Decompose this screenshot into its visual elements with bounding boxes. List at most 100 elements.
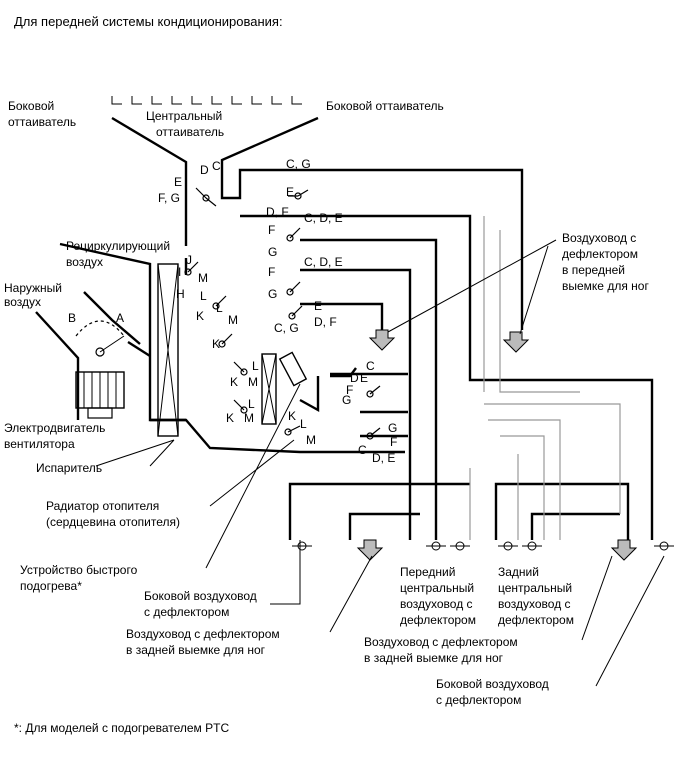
damper-k3: K — [230, 375, 238, 389]
damper-l4: L — [248, 397, 255, 411]
outside-air-inlet-2 — [83, 291, 141, 345]
label-side-duct-left-1: Боковой воздуховод — [144, 589, 257, 603]
damper-g3: G — [342, 393, 351, 407]
damper-m4: M — [244, 411, 254, 425]
damper-cg1: C, G — [274, 321, 299, 335]
arrow-rear-foot-right — [610, 539, 638, 561]
foot-duct-front — [300, 302, 384, 330]
housing-mid-wall-2 — [330, 367, 357, 378]
damper-k2: K — [212, 337, 220, 351]
evaporator-hatch — [157, 263, 179, 437]
blower-outlet-top — [127, 340, 151, 358]
damper-letter-b: B — [68, 311, 76, 325]
damper-m3: M — [248, 375, 258, 389]
label-front-center-duct-4: дефлектором — [400, 613, 476, 627]
label-side-duct-left-2: с дефлектором — [144, 605, 229, 619]
vent-duct-1 — [240, 214, 654, 540]
label-blower-motor-2: вентилятора — [4, 437, 75, 451]
damper-l2: L — [216, 301, 223, 315]
damper-cde1: C, D, E — [304, 211, 343, 225]
intake-damper-blade — [99, 335, 125, 353]
label-heater-radiator-1: Радиатор отопителя — [46, 499, 159, 513]
damper-c1: C — [212, 159, 221, 173]
arrow-front-foot-2 — [502, 331, 530, 353]
label-recirc-air-2: воздух — [66, 255, 103, 269]
label-front-foot-duct-2: дефлектором — [562, 247, 638, 261]
damper-df1: D, F — [266, 205, 289, 219]
heater-core — [261, 353, 277, 425]
label-front-foot-duct-4: выемке для ног — [562, 279, 649, 293]
label-front-center-duct-3: воздуховод с — [400, 597, 473, 611]
damper-g1: G — [268, 245, 277, 259]
damper-f2: F — [268, 265, 275, 279]
damper-k4: K — [226, 411, 234, 425]
damper-e2: E — [286, 185, 294, 199]
intake-damper-pivot — [95, 347, 105, 357]
label-central-defroster-1: Центральный — [146, 109, 222, 123]
bottom-duct-right — [494, 482, 630, 540]
label-side-defroster-right: Боковой оттаиватель — [326, 99, 444, 113]
footnote: *: Для моделей с подогревателем PTC — [14, 721, 229, 735]
bottom-duct-right-2 — [530, 512, 620, 540]
damper-e4: E — [360, 371, 368, 385]
evaporator — [157, 263, 179, 437]
arrow-rear-foot-left — [356, 539, 384, 561]
label-heater-radiator-2: (сердцевина отопителя) — [46, 515, 180, 529]
damper-cg-top: C, G — [286, 157, 311, 171]
damper-c3: C — [358, 443, 367, 457]
damper-cde2: C, D, E — [304, 255, 343, 269]
damper-d1: D — [200, 163, 209, 177]
windshield-vent-row — [111, 96, 302, 105]
damper-e1: E — [174, 175, 182, 189]
inner-duct-lines — [469, 216, 621, 540]
label-front-center-duct-2: центральный — [400, 581, 474, 595]
label-rear-center-duct-4: дефлектором — [498, 613, 574, 627]
damper-j: J — [186, 253, 192, 267]
damper-m2: M — [228, 313, 238, 327]
outside-air-inlet — [35, 311, 80, 420]
defroster-duct-left — [111, 116, 188, 246]
damper-f3: F — [346, 383, 353, 397]
blower-motor — [87, 407, 113, 419]
damper-f4: F — [390, 435, 397, 449]
label-rear-center-duct-3: воздуховод с — [498, 597, 571, 611]
label-front-center-duct-1: Передний — [400, 565, 455, 579]
label-evaporator: Испаритель — [36, 461, 102, 475]
bottom-duct-left — [288, 482, 470, 540]
label-rear-foot-duct-left-2: в задней выемке для ног — [126, 643, 266, 657]
label-front-foot-duct-3: в передней — [562, 263, 625, 277]
damper-f1: F — [268, 223, 275, 237]
label-rear-foot-duct-right-2: в задней выемке для ног — [364, 651, 504, 665]
intake-damper-arc — [75, 320, 125, 337]
diagram-title: Для передней системы кондиционирования: — [14, 14, 283, 29]
damper-letter-a: A — [116, 311, 124, 325]
outlet-symbols — [292, 541, 674, 551]
damper-g2: G — [268, 287, 277, 301]
label-rear-center-duct-1: Задний — [498, 565, 539, 579]
label-quick-heater-2: подогрева* — [20, 579, 82, 593]
housing-bottom — [150, 418, 405, 454]
quick-heater — [278, 351, 308, 387]
label-front-foot-duct-1: Воздуховод с — [562, 231, 636, 245]
damper-c2: C — [366, 359, 375, 373]
damper-df2: D, F — [314, 315, 337, 329]
bottom-duct-mid — [348, 512, 420, 540]
housing-mid-wall — [299, 376, 320, 413]
label-side-duct-right-1: Боковой воздуховод — [436, 677, 549, 691]
label-quick-heater-1: Устройство быстрого — [20, 563, 138, 577]
damper-i: I — [178, 265, 181, 279]
label-side-defroster-left-2: оттаиватель — [8, 115, 76, 129]
damper-symbols — [184, 187, 381, 440]
damper-l3: L — [252, 359, 259, 373]
heater-core-hatch — [261, 353, 277, 425]
damper-m5: M — [306, 433, 316, 447]
damper-l1: L — [200, 289, 207, 303]
label-rear-foot-duct-left-1: Воздуховод с дефлектором — [126, 627, 280, 641]
label-side-duct-right-2: с дефлектором — [436, 693, 521, 707]
damper-e3: E — [314, 299, 322, 313]
vent-duct-2 — [300, 238, 438, 540]
damper-k5: K — [288, 409, 296, 423]
blower-fan-fins — [83, 372, 117, 408]
label-blower-motor-1: Электродвигатель — [4, 421, 105, 435]
